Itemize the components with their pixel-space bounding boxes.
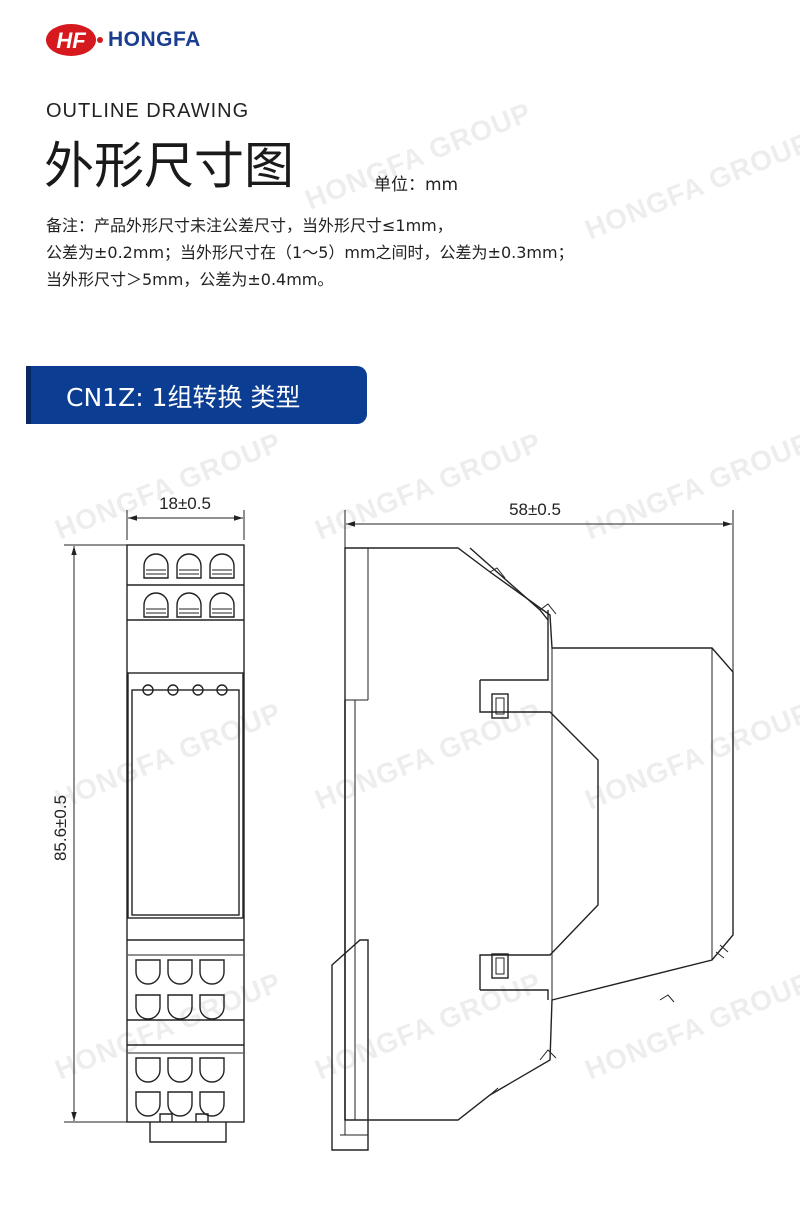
led-indicator <box>192 684 204 696</box>
watermark-text: HONGFA GROUP <box>311 696 546 815</box>
brand-name: HONGFA <box>108 28 201 51</box>
watermark-text: HONGFA GROUP <box>311 966 546 1085</box>
page-title: 外形尺寸图 <box>44 137 294 195</box>
led-indicator <box>216 684 228 696</box>
watermark-text: HONGFA GROUP <box>51 696 286 815</box>
watermark-text: HONGFA GROUP <box>51 426 286 545</box>
din-rail <box>331 939 369 1151</box>
note-line: 公差为±0.2mm；当外形尺寸在（1～5）mm之间时，公差为±0.3mm； <box>46 243 574 262</box>
section-subtitle: OUTLINE DRAWING <box>46 100 250 122</box>
watermark-text: HONGFA GROUP <box>581 426 800 545</box>
din-clip <box>149 1113 227 1143</box>
watermark-text: HONGFA GROUP <box>581 696 800 815</box>
side-view <box>331 510 734 1151</box>
tolerance-notes: 备注：产品外形尺寸未注公差尺寸，当外形尺寸≤1mm， 公差为±0.2mm；当外形… <box>46 212 766 293</box>
depth-dimension-label: 58±0.5 <box>509 500 561 519</box>
width-dimension-label: 18±0.5 <box>159 494 211 513</box>
note-line: 备注：产品外形尺寸未注公差尺寸，当外形尺寸≤1mm， <box>46 216 453 235</box>
watermark-text: HONGFA GROUP <box>581 126 800 245</box>
hongfa-logo: HF HONGFA <box>44 22 201 58</box>
side-housing <box>344 547 734 1121</box>
top-terminals <box>143 553 235 618</box>
model-label: CN1Z: 1组转换 类型 <box>66 383 301 412</box>
height-dimension-label: 85.6±0.5 <box>51 795 70 861</box>
svg-text:HF: HF <box>56 28 86 53</box>
unit-label: 单位：mm <box>374 175 459 195</box>
bottom-terminals <box>128 954 243 1117</box>
note-line: 当外形尺寸＞5mm，公差为±0.4mm。 <box>46 270 334 289</box>
model-banner: CN1Z: 1组转换 类型 <box>26 366 367 424</box>
front-label-panel <box>127 672 244 919</box>
led-indicator <box>142 684 154 696</box>
hongfa-logo-icon: HF <box>46 24 103 56</box>
led-indicator <box>167 684 179 696</box>
watermark-layer: HONGFA GROUP HONGFA GROUP HONGFA GROUP H… <box>51 96 800 1085</box>
front-view <box>64 510 245 1143</box>
front-housing <box>126 544 245 1123</box>
latch-slot <box>491 693 509 719</box>
latch-slot <box>491 953 509 979</box>
watermark-text: HONGFA GROUP <box>301 96 536 215</box>
watermark-text: HONGFA GROUP <box>311 426 546 545</box>
